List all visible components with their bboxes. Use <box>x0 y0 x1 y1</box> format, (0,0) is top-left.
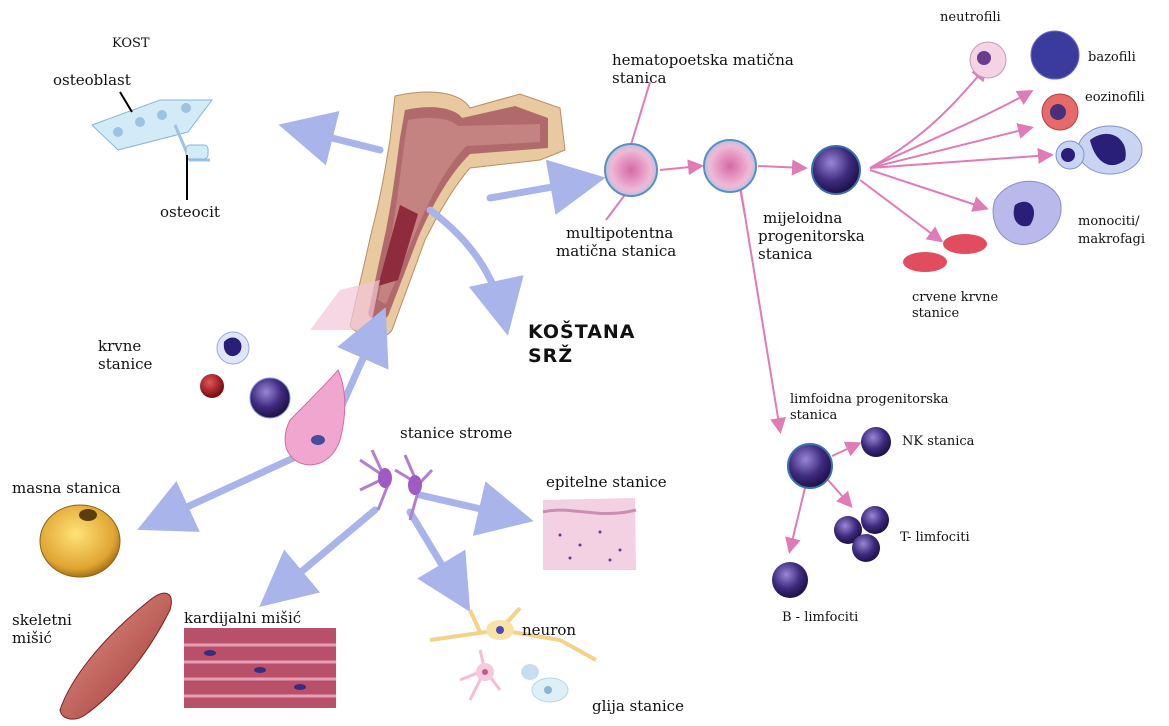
hsc-cell <box>605 144 657 196</box>
hsc-pointer-line <box>630 82 650 148</box>
label-limfoidna-2: stanica <box>790 408 837 423</box>
b-cell <box>772 562 808 598</box>
label-eozinofili: eozinofili <box>1085 90 1145 105</box>
label-myeloid-2: progenitorska <box>758 228 865 245</box>
label-eritro-1: crvene krvne <box>912 290 998 305</box>
label-b-limfociti: B - limfociti <box>782 610 858 625</box>
myeloid-pointer-line <box>740 188 745 216</box>
arrow-to-neuron <box>410 512 463 600</box>
label-neutrofili: neutrofili <box>940 10 1001 25</box>
multipotent-cell <box>704 140 756 192</box>
label-myeloid-3: stanica <box>758 246 812 263</box>
label-limfoidna-1: limfoidna progenitorska <box>790 392 949 407</box>
label-epitelne: epitelne stanice <box>546 474 667 491</box>
arrow-to-fat <box>150 455 300 524</box>
bazofil-cell <box>1031 31 1079 79</box>
arrow-to-marrow <box>430 210 505 322</box>
label-bazofili: bazofili <box>1088 50 1136 65</box>
label-srz-2: SRŽ <box>528 344 573 368</box>
limfoidna-cell <box>788 444 832 488</box>
label-myeloid-1: mijeloidna <box>763 210 842 227</box>
label-skeletni-1: skeletni <box>12 612 72 629</box>
bone-cells-illustration <box>92 92 212 200</box>
fat-cell-nucleus <box>79 509 97 521</box>
arrow-to-monociti <box>870 170 985 208</box>
arrow-to-bazofili <box>870 92 1030 168</box>
stromal-cells <box>285 370 432 520</box>
label-masna: masna stanica <box>12 480 121 497</box>
arrow-to-t <box>828 480 850 505</box>
cardiac-muscle <box>184 628 336 708</box>
label-nk: NK stanica <box>902 434 974 449</box>
arrow-to-bone-cells <box>292 128 380 150</box>
label-stroma: stanice strome <box>400 425 512 442</box>
blue-arrows <box>150 128 592 600</box>
label-osteoblast: osteoblast <box>53 72 131 89</box>
arrow-multi-to-myeloid <box>758 166 804 168</box>
blood-cells <box>200 332 290 418</box>
arrow-to-nk <box>832 444 858 456</box>
label-srz-1: KOŠTANA <box>528 320 636 344</box>
myeloid-cell <box>812 146 860 194</box>
arrow-to-hsc <box>490 180 592 198</box>
label-hsc-2: stanica <box>612 70 666 87</box>
label-multi-2: matična stanica <box>556 243 676 260</box>
hematopoietic-cells <box>605 31 1142 598</box>
arrow-to-b <box>790 488 805 550</box>
label-kost: KOST <box>112 36 150 51</box>
label-monociti-2: makrofagi <box>1078 232 1145 247</box>
label-hsc-1: hematopoetska matična <box>612 52 794 69</box>
label-krvne-1: krvne <box>98 338 141 355</box>
label-kardijalni: kardijalni mišić <box>184 610 301 627</box>
label-glija: glija stanice <box>592 698 684 715</box>
arrow-to-cardiac <box>270 510 375 598</box>
t-cell-3 <box>852 534 880 562</box>
label-krvne-2: stanice <box>98 356 152 373</box>
label-t-limfociti: T- limfociti <box>900 530 970 545</box>
t-cell-2 <box>861 506 889 534</box>
skeletal-muscle <box>60 593 171 719</box>
label-multi-1: multipotentna <box>566 225 673 242</box>
epithelial-tissue <box>543 498 636 570</box>
label-osteocit: osteocit <box>160 204 220 221</box>
eritrocit-cell <box>903 252 947 272</box>
label-monociti-1: monociti/ <box>1078 214 1140 229</box>
nk-cell <box>861 427 891 457</box>
arrow-to-epithelial <box>420 495 520 518</box>
label-eritro-2: stanice <box>912 306 959 321</box>
label-neuron: neuron <box>522 622 576 639</box>
arrow-hsc-to-multi <box>660 166 700 170</box>
label-skeletni-2: mišić <box>12 630 52 647</box>
